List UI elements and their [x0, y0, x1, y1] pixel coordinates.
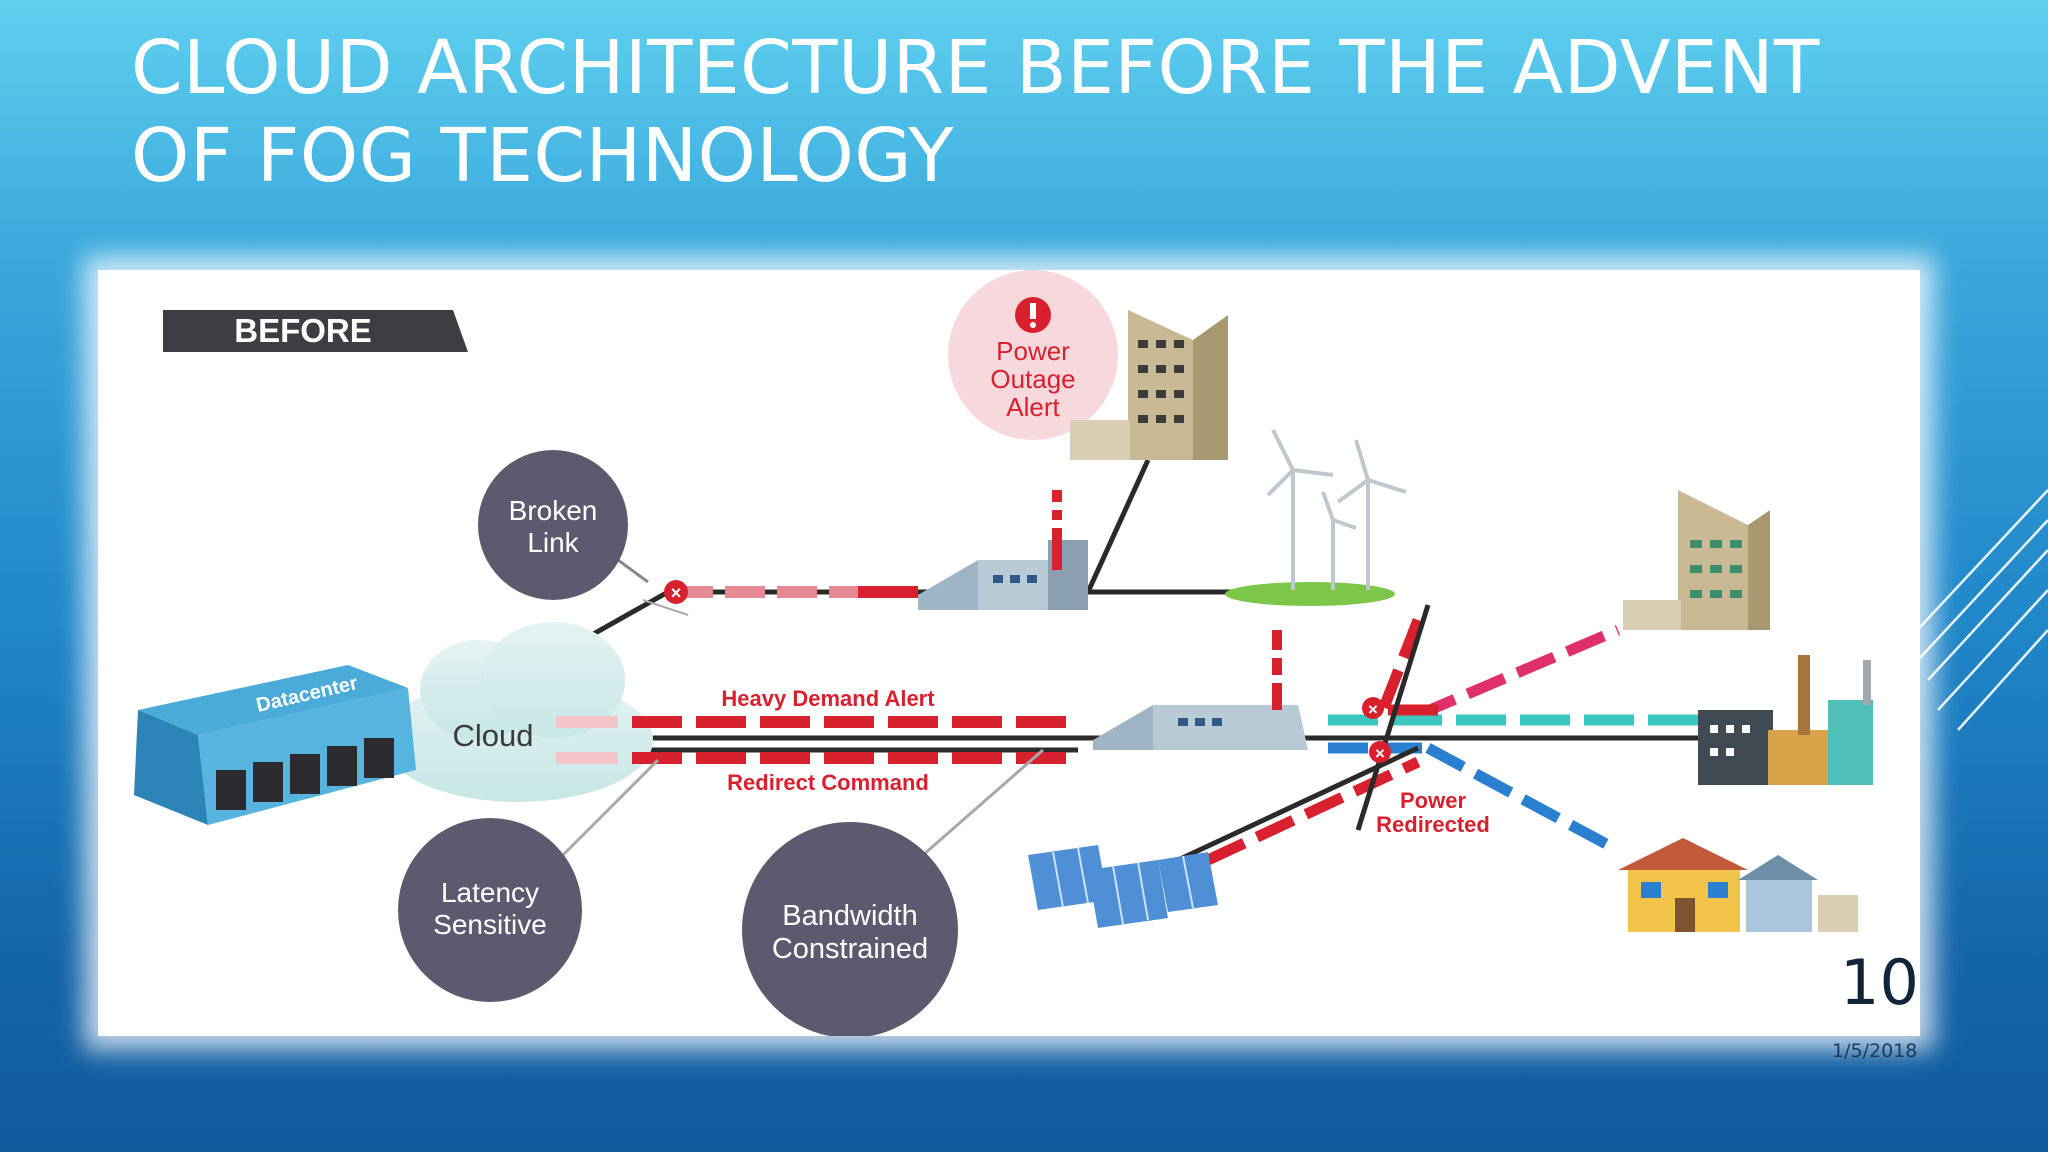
heavy-demand-arrows [556, 716, 1068, 764]
latency-line1: Latency [441, 877, 539, 908]
slide-title: CLOUD ARCHITECTURE BEFORE THE ADVENT OF … [131, 25, 1820, 199]
power-outage-line2: Outage [990, 364, 1075, 394]
before-tag: BEFORE [163, 310, 468, 352]
latency-sensitive-bubble: Latency Sensitive [398, 818, 582, 1002]
power-plant-middle-icon [1093, 630, 1308, 750]
svg-text:×: × [671, 583, 682, 603]
datacenter-icon: Datacenter [134, 665, 416, 825]
heavy-demand-label: Heavy Demand Alert [721, 686, 935, 711]
broken-link-line2: Link [527, 527, 579, 558]
power-plant-top-icon [918, 490, 1088, 610]
junction-x-icons: × × [1362, 697, 1391, 763]
power-outage-line1: Power [996, 336, 1070, 366]
office-building-top-icon [1070, 310, 1228, 460]
solar-panels-icon [1028, 845, 1218, 928]
redirect-command-label: Redirect Command [727, 770, 929, 795]
power-outage-line3: Alert [1006, 392, 1060, 422]
before-tag-label: BEFORE [234, 312, 372, 349]
svg-text:×: × [1375, 744, 1385, 763]
bandwidth-line1: Bandwidth [782, 900, 917, 932]
svg-text:×: × [1368, 700, 1378, 719]
decorative-diagonal-lines [1907, 489, 2048, 731]
latency-line2: Sensitive [433, 909, 547, 940]
page-number: 10 [1840, 946, 1919, 1019]
power-redirected-line1: Power [1400, 788, 1466, 813]
broken-link-tick [642, 599, 689, 616]
power-redirected-line2: Redirected [1376, 812, 1490, 837]
apartment-building-icon [1623, 490, 1770, 630]
houses-icon [1618, 838, 1858, 932]
cloud-shape: Cloud [383, 622, 653, 802]
factory-icon [1698, 655, 1873, 785]
broken-link-line1: Broken [509, 495, 598, 526]
wind-farm-icon [1225, 429, 1407, 606]
cloud-label: Cloud [453, 718, 534, 753]
callout-connectors [556, 748, 1044, 862]
before-diagram: BEFORE Cloud Datacenter [98, 270, 1920, 1036]
slide-date: 1/5/2018 [1832, 1040, 1918, 1062]
broken-link-x-icon: × [664, 580, 688, 604]
power-outage-alert: Power Outage Alert [948, 270, 1118, 440]
broken-link-bubble: Broken Link [478, 450, 628, 600]
bandwidth-constrained-bubble: Bandwidth Constrained [742, 822, 958, 1036]
bandwidth-line2: Constrained [772, 933, 928, 965]
broken-link-connector [617, 558, 649, 584]
right-connector-lines [1176, 604, 1698, 863]
